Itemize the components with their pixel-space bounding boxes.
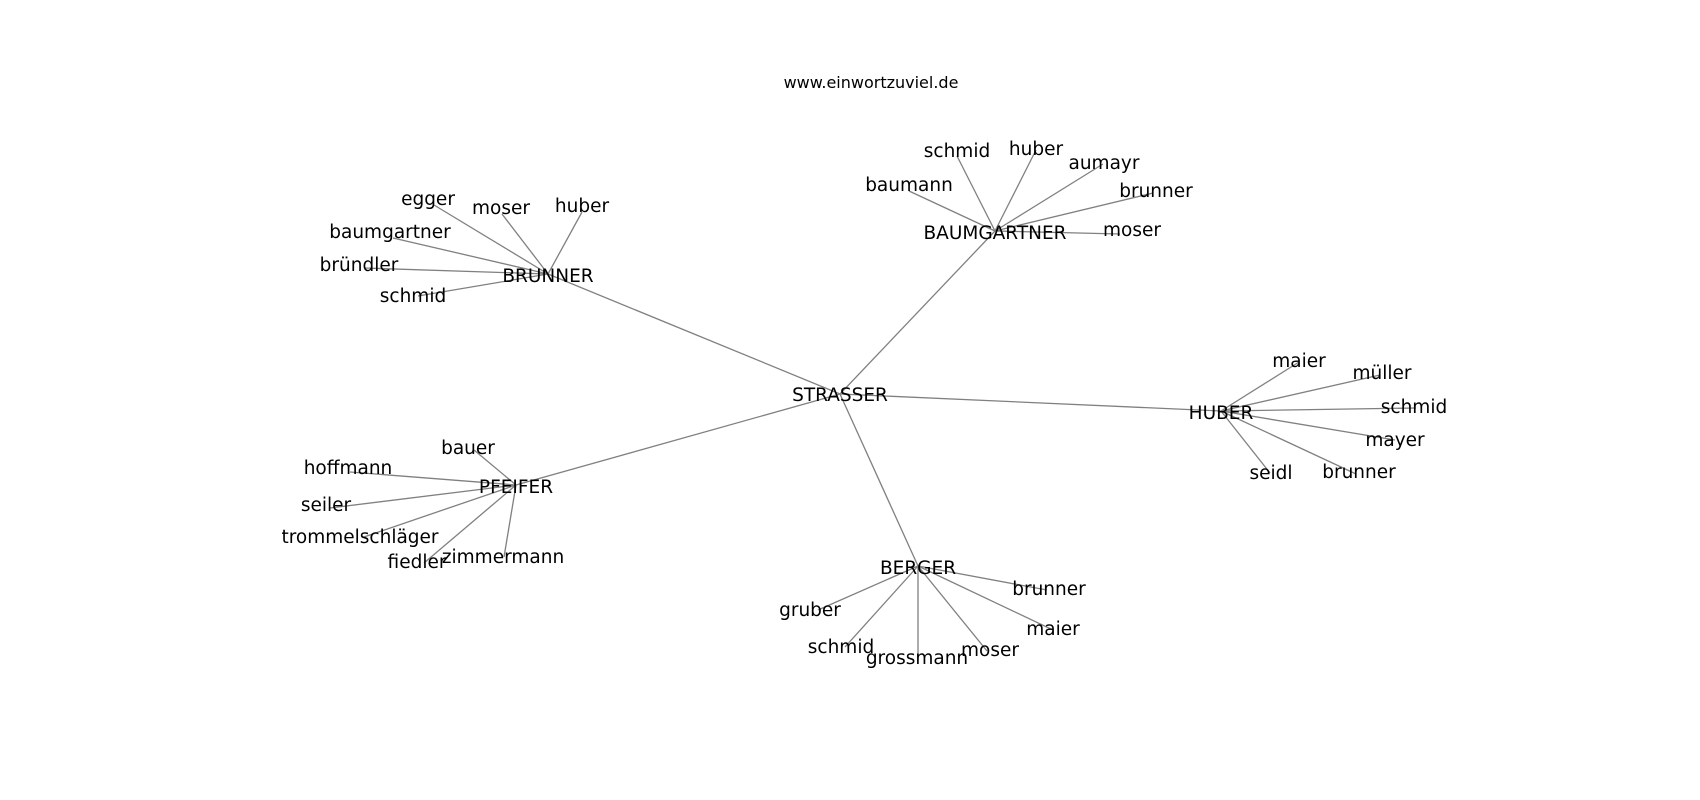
edge-hub-to-leaf	[1220, 410, 1357, 475]
leaf-node-label: grossmann	[866, 648, 968, 669]
edge-hub-to-leaf	[433, 204, 549, 275]
hub-node-label: BERGER	[880, 558, 956, 579]
edge-root-to-hub	[547, 273, 841, 395]
leaf-node-label: maier	[1026, 619, 1080, 640]
leaf-node-label: brunner	[1012, 579, 1086, 600]
graph-node-labels: STRASSER BRUNNER egger moser huber baumgartne…	[281, 139, 1447, 669]
hub-node-label: BRUNNER	[502, 266, 593, 287]
edge-hub-to-leaf	[994, 163, 1104, 232]
leaf-node-label: mayer	[1365, 430, 1425, 451]
edge-hub-to-leaf	[1220, 407, 1417, 412]
leaf-node-label: schmid	[924, 141, 990, 162]
edge-hub-to-leaf	[417, 273, 549, 297]
leaf-node-label: huber	[1009, 139, 1064, 160]
leaf-node-label: bauer	[441, 438, 495, 459]
leaf-node-label: aumayr	[1069, 153, 1140, 174]
leaf-node-label: gruber	[779, 600, 841, 621]
edge-root-to-hub	[839, 393, 919, 567]
edge-hub-to-leaf	[501, 213, 549, 275]
edge-hub-to-leaf	[473, 449, 517, 486]
edge-hub-to-leaf	[547, 211, 583, 275]
leaf-node-label: baumann	[865, 175, 953, 196]
leaf-node-label: schmid	[1381, 397, 1447, 418]
leaf-node-label: moser	[961, 640, 1019, 661]
edge-root-to-hub	[839, 393, 1222, 412]
leaf-node-label: bründler	[320, 255, 399, 276]
edge-hub-to-leaf	[817, 565, 919, 611]
leaf-node-label: maier	[1272, 351, 1326, 372]
edge-hub-to-leaf	[994, 192, 1154, 232]
edge-hub-to-leaf	[363, 267, 549, 275]
leaf-node-label: baumgartner	[329, 222, 451, 243]
hub-node-label: HUBER	[1189, 403, 1254, 424]
edge-hub-to-leaf	[392, 237, 549, 275]
leaf-node-label: zimmermann	[442, 547, 564, 568]
root-node-label: STRASSER	[792, 385, 888, 406]
edge-hub-to-leaf	[1220, 361, 1300, 412]
leaf-node-label: hoffmann	[304, 458, 393, 479]
leaf-node-label: trommelschläger	[281, 527, 438, 548]
edge-hub-to-leaf	[844, 565, 919, 648]
edge-hub-to-leaf	[349, 471, 517, 486]
edge-hub-to-leaf	[423, 484, 517, 564]
leaf-node-label: schmid	[808, 637, 874, 658]
leaf-node-label: fiedler	[388, 552, 447, 573]
edge-hub-to-leaf	[1220, 410, 1396, 441]
edge-hub-to-leaf	[917, 565, 1048, 591]
source-caption: www.einwortzuviel.de	[784, 73, 959, 92]
leaf-node-label: huber	[555, 196, 610, 217]
edge-root-to-hub	[839, 230, 996, 395]
leaf-node-label: moser	[1103, 220, 1161, 241]
edge-hub-to-leaf	[363, 484, 517, 538]
edge-hub-to-leaf	[956, 155, 996, 232]
leaf-node-label: brunner	[1322, 462, 1396, 483]
leaf-node-label: egger	[401, 189, 455, 210]
edge-hub-to-leaf	[994, 230, 1121, 235]
leaf-node-label: müller	[1352, 363, 1411, 384]
edge-hub-to-leaf	[917, 565, 1054, 631]
edge-hub-to-leaf	[1220, 374, 1381, 412]
hub-node-label: PFEIFER	[479, 477, 553, 498]
edge-hub-to-leaf	[908, 190, 996, 232]
edge-hub-to-leaf	[994, 149, 1037, 232]
edge-hub-to-leaf	[1220, 410, 1271, 474]
leaf-node-label: seiler	[301, 495, 352, 516]
edge-root-to-hub	[515, 393, 841, 486]
leaf-node-label: moser	[472, 198, 530, 219]
graph-edges	[329, 149, 1417, 661]
edge-hub-to-leaf	[329, 484, 517, 509]
hub-node-label: BAUMGARTNER	[923, 223, 1066, 244]
leaf-node-label: brunner	[1119, 181, 1193, 202]
edge-hub-to-leaf	[503, 484, 517, 558]
leaf-node-label: seidl	[1249, 463, 1292, 484]
leaf-node-label: schmid	[380, 286, 446, 307]
edge-hub-to-leaf	[917, 565, 988, 652]
